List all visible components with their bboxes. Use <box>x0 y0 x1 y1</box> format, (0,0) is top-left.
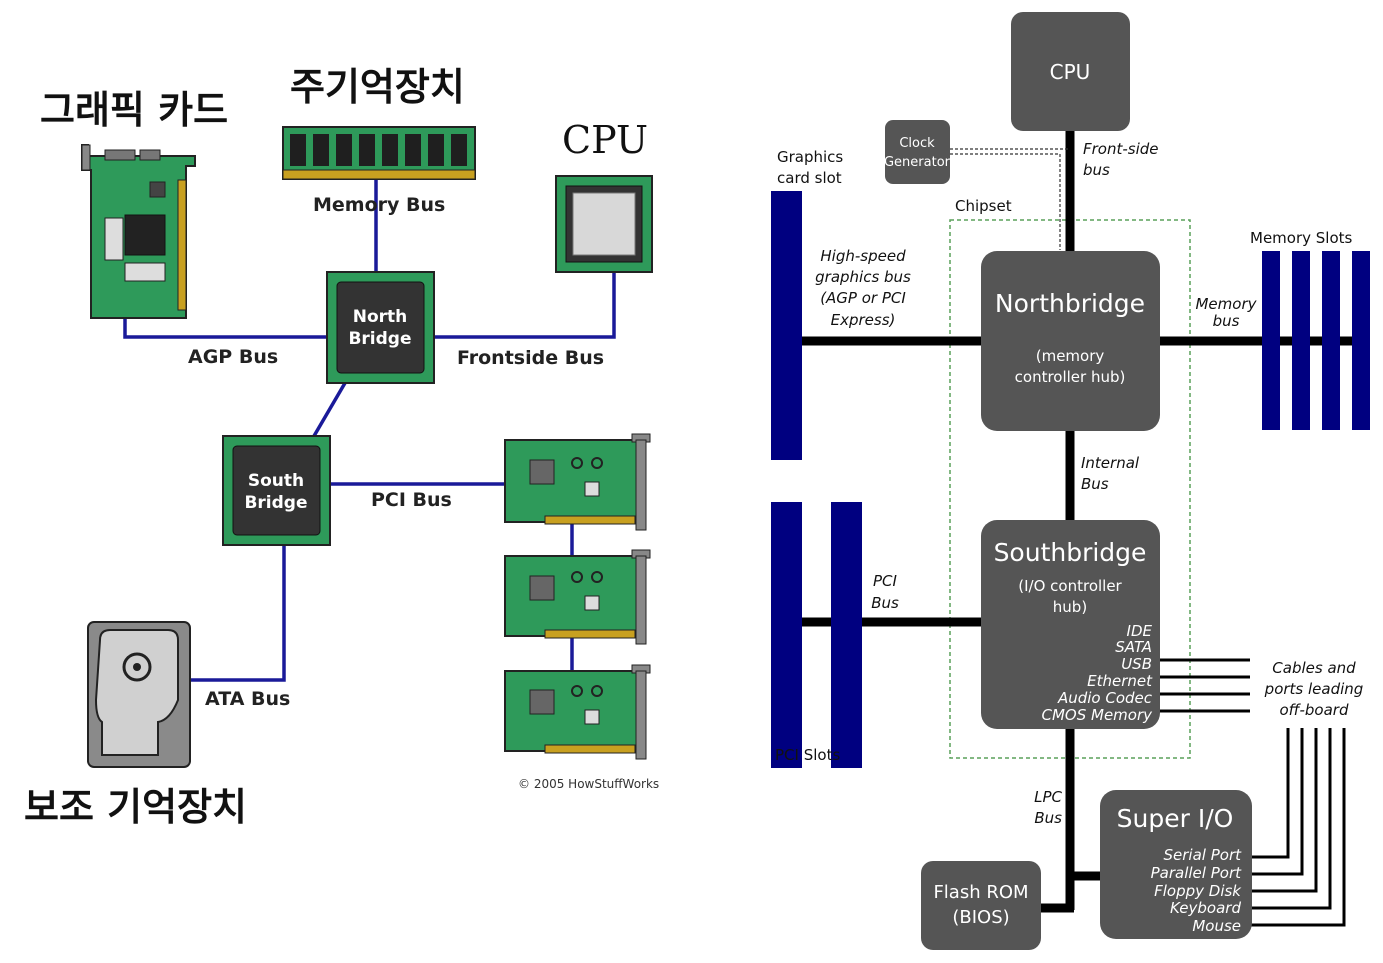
hard-disk-icon <box>87 621 191 768</box>
internal-bus-label-1: Internal <box>1081 454 1140 472</box>
high-speed-bus-line-2: graphics bus <box>815 268 911 286</box>
left-diagram: 그래픽 카드 주기억장치 CPU 보조 기억장치 Memory Bus AGP … <box>24 65 659 829</box>
southbridge-sub-2: hub) <box>1053 598 1087 616</box>
clock-label-2: Generator <box>884 155 951 170</box>
high-speed-bus-line-1: High-speed <box>820 247 906 265</box>
southbridge-box <box>981 520 1160 729</box>
port-serial: Serial Port <box>1164 846 1243 864</box>
port-audio-codec: Audio Codec <box>1057 689 1153 707</box>
high-speed-bus-line-4: Express) <box>831 311 896 329</box>
cpu-label: CPU <box>562 118 648 162</box>
main-memory-label: 주기억장치 <box>290 65 465 109</box>
graphics-slot-label-2: card slot <box>777 169 842 187</box>
north-bridge-label-1: North <box>353 307 408 327</box>
frontside-bus-line <box>434 272 616 339</box>
high-speed-bus-line-3: (AGP or PCI <box>820 289 906 307</box>
northbridge-sub-1: (memory <box>1036 347 1105 365</box>
bridge-link-line <box>312 382 347 437</box>
northbridge-label: Northbridge <box>995 289 1145 318</box>
pci-card-2 <box>504 549 651 645</box>
north-bridge-label-2: Bridge <box>348 329 411 349</box>
southbridge-cables <box>1158 658 1250 713</box>
pci-card-1 <box>504 433 651 531</box>
port-sata: SATA <box>1115 638 1152 656</box>
north-bridge-chip <box>326 271 435 384</box>
flash-rom-box <box>921 861 1041 950</box>
northbridge-sub-2: controller hub) <box>1015 368 1126 386</box>
pci-slots-label: PCI Slots <box>775 746 840 764</box>
right-diagram: CPU Clock Generator Northbridge (memory … <box>771 12 1370 950</box>
ata-bus-label: ATA Bus <box>205 688 290 710</box>
port-cmos-memory: CMOS Memory <box>1041 706 1153 724</box>
south-bridge-label-1: South <box>248 471 304 491</box>
copyright-notice: © 2005 HowStuffWorks <box>518 777 659 791</box>
cpu-chip <box>555 175 653 273</box>
secondary-storage-label: 보조 기억장치 <box>24 785 247 829</box>
super-io-cables <box>1240 728 1346 927</box>
port-ide: IDE <box>1127 622 1153 640</box>
port-keyboard: Keyboard <box>1170 899 1241 917</box>
northbridge-box <box>981 251 1160 431</box>
front-side-bus-label-1: Front-side <box>1083 140 1159 158</box>
cables-label-2: ports leading <box>1264 680 1364 698</box>
cables-label-3: off-board <box>1280 701 1349 719</box>
super-io-box <box>1100 790 1252 939</box>
southbridge-ports: IDE SATA USB Ethernet Audio Codec CMOS M… <box>1041 622 1153 724</box>
graphics-card <box>81 144 196 319</box>
cpu-box <box>1011 12 1130 131</box>
clock-lines <box>950 148 1070 250</box>
memory-bus-label-1: Memory <box>1195 295 1257 313</box>
port-floppy: Floppy Disk <box>1154 882 1242 900</box>
graphics-card-label: 그래픽 카드 <box>40 88 228 132</box>
southbridge-sub-1: (I/O controller <box>1018 577 1122 595</box>
graphics-slot-label-1: Graphics <box>777 148 843 166</box>
clock-generator-box <box>885 120 950 184</box>
memory-slots <box>1262 251 1370 430</box>
lpc-bus-label-1: LPC <box>1034 788 1062 806</box>
pci-slots <box>771 502 862 768</box>
southbridge-label: Southbridge <box>994 538 1147 567</box>
super-io-label: Super I/O <box>1117 804 1234 833</box>
pci-bus-label-right-2: Bus <box>871 594 899 612</box>
port-parallel: Parallel Port <box>1151 864 1242 882</box>
front-side-bus-label-2: bus <box>1083 161 1110 179</box>
clock-label-1: Clock <box>899 136 935 151</box>
port-usb: USB <box>1121 655 1152 673</box>
agp-bus-label: AGP Bus <box>188 346 278 368</box>
south-bridge-chip <box>222 435 331 546</box>
chipset-label: Chipset <box>955 197 1012 215</box>
super-io-ports: Serial Port Parallel Port Floppy Disk Ke… <box>1151 846 1243 935</box>
frontside-bus-label: Frontside Bus <box>457 347 604 369</box>
memory-bus-label: Memory Bus <box>313 194 445 216</box>
memory-module <box>282 126 476 180</box>
lpc-bus-label-2: Bus <box>1034 809 1062 827</box>
high-speed-bus-label: High-speed graphics bus (AGP or PCI Expr… <box>815 247 911 329</box>
pci-bus-label: PCI Bus <box>371 489 452 511</box>
port-mouse: Mouse <box>1192 917 1241 935</box>
ata-bus-line <box>190 545 286 682</box>
cpu-box-label: CPU <box>1050 60 1091 84</box>
flash-rom-label-1: Flash ROM <box>933 882 1028 903</box>
memory-bus-label-2: bus <box>1213 312 1240 330</box>
internal-bus-label-2: Bus <box>1081 475 1109 493</box>
cables-label-1: Cables and <box>1272 659 1356 677</box>
memory-slots-label: Memory Slots <box>1250 229 1353 247</box>
pci-card-3 <box>504 664 651 760</box>
port-ethernet: Ethernet <box>1087 672 1153 690</box>
south-bridge-label-2: Bridge <box>244 493 307 513</box>
cables-label: Cables and ports leading off-board <box>1264 659 1364 719</box>
flash-rom-label-2: (BIOS) <box>952 907 1009 928</box>
pci-bus-label-right-1: PCI <box>873 572 898 590</box>
graphics-card-slot <box>771 191 802 460</box>
